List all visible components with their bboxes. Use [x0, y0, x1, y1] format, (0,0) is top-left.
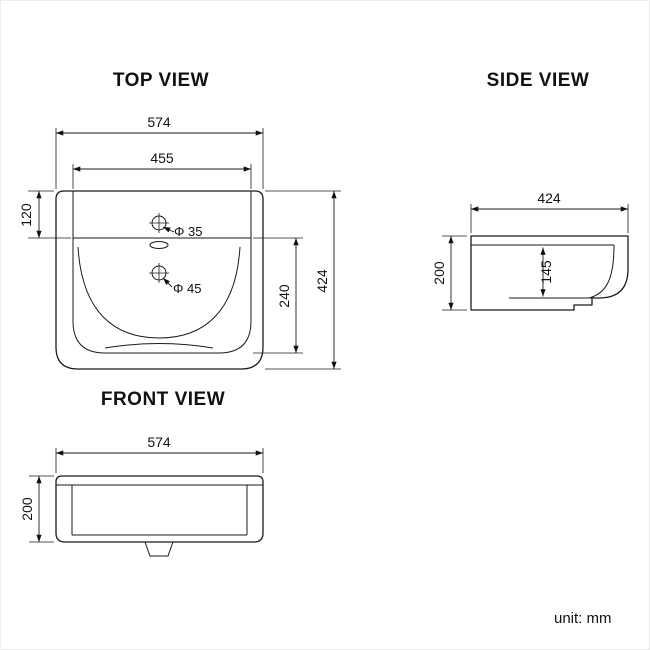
dim-label-240: 240: [276, 284, 292, 308]
front-view-title: FRONT VIEW: [101, 389, 225, 410]
dim-label-200-front: 200: [19, 497, 35, 521]
bowl-bottom-curve: [104, 343, 214, 349]
leader-line-faucet: [162, 226, 175, 233]
dim-label-424-top: 424: [314, 269, 330, 293]
drain-spigot-front: [144, 541, 174, 557]
front-outline: [55, 475, 264, 543]
side-view-title: SIDE VIEW: [487, 70, 590, 91]
leader-line-drain: [162, 277, 173, 288]
top-view: TOP VIEW 574 455 120 240 424: [18, 70, 341, 370]
faucet-hole-label: Φ 35: [174, 224, 202, 239]
dim-label-145: 145: [538, 260, 554, 284]
side-profile-outline: [470, 235, 629, 311]
overflow-slot: [149, 241, 169, 249]
side-view: SIDE VIEW 424 145 200: [431, 70, 629, 311]
bowl-front-wall-section: [588, 244, 615, 299]
dim-label-200-side: 200: [431, 261, 447, 285]
dim-label-455: 455: [150, 150, 174, 166]
basin-outline-top: [55, 190, 264, 370]
dim-label-424-side: 424: [537, 190, 561, 206]
drain-hole-label: Φ 45: [173, 281, 201, 296]
top-view-title: TOP VIEW: [113, 70, 209, 91]
dim-label-574: 574: [147, 114, 171, 130]
dim-label-120: 120: [18, 203, 34, 227]
unit-label: unit: mm: [554, 610, 612, 627]
front-view: FRONT VIEW 574 200: [19, 389, 264, 557]
dim-label-574-front: 574: [147, 434, 171, 450]
bowl-slope-curve: [77, 246, 241, 339]
bowl-outline: [72, 237, 252, 354]
